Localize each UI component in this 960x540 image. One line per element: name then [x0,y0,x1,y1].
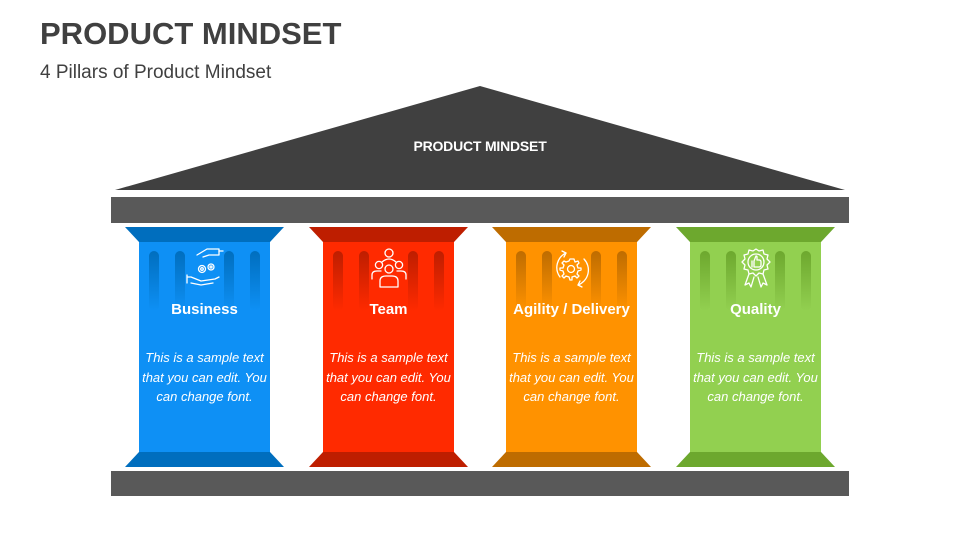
handshake-gears-icon [185,248,224,286]
gear-cycle-icon [555,250,589,288]
pillar-team: Team This is a sample text that you can … [309,227,468,467]
pillar-agility-delivery: Agility / Delivery This is a sample text… [492,227,651,467]
pillar-shape [309,227,468,467]
pillar-quality: Quality This is a sample text that you c… [676,227,835,467]
pillar-business: Business This is a sample text that you … [125,227,284,467]
pillar-description: This is a sample text that you can edit.… [142,350,267,404]
foundation [111,471,849,496]
pillar-title: Quality [730,301,781,318]
award-thumbs-up-icon [740,248,771,288]
pillar-shape [125,227,284,467]
pillar-title: Agility / Delivery [513,301,630,318]
roof-label: PRODUCT MINDSET [413,138,547,154]
beam [111,197,849,223]
pillar-title: Business [171,301,238,318]
pillar-description: This is a sample text that you can edit.… [509,350,634,404]
team-people-icon [370,248,407,288]
page-subtitle: 4 Pillars of Product Mindset [40,62,272,83]
pillar-description: This is a sample text that you can edit.… [693,350,818,404]
page-title: PRODUCT MINDSET [40,16,342,51]
pillar-shape [676,227,835,467]
pillar-shape [492,227,651,467]
pillar-description: This is a sample text that you can edit.… [326,350,451,404]
pillar-title: Team [369,301,408,318]
